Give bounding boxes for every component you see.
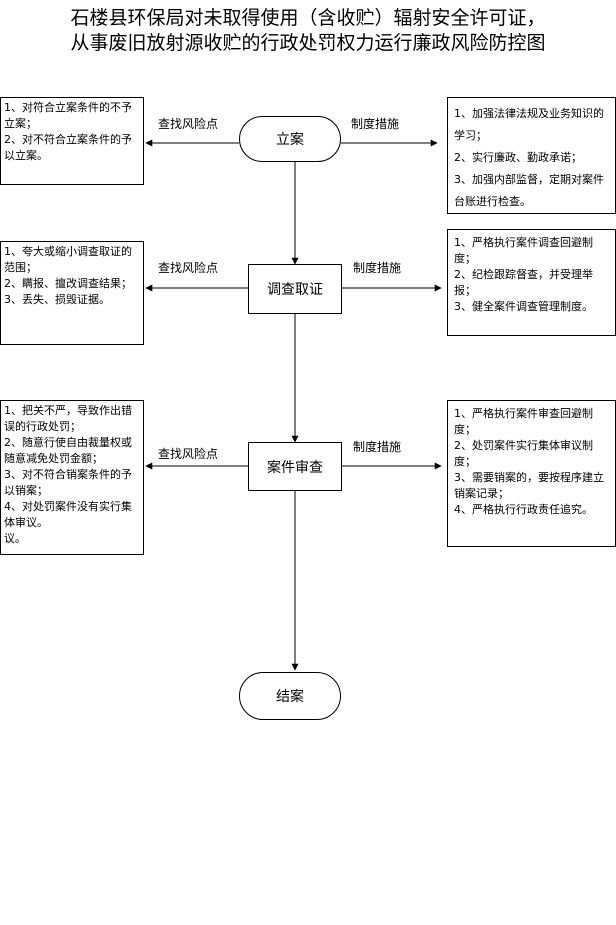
measure-item: 3、加强内部监督，定期对案件台账进行检查。 (454, 173, 604, 208)
end-node: 结案 (239, 672, 341, 720)
risk-item: 3、对不符合销案条件的予以销案； (4, 468, 132, 497)
risk-item: 2、瞒报、擅改调查结果； (4, 277, 132, 290)
measure-item: 3、健全案件调查管理制度。 (454, 300, 593, 313)
risk-box-2: 1、夸大或缩小调查取证的范围； 2、瞒报、擅改调查结果； 3、丢失、损毁证据。 (0, 241, 144, 345)
measure-item: 1、严格执行案件调查回避制度； (454, 236, 593, 265)
step-node-2: 调查取证 (248, 264, 342, 314)
risk-item: 1、对符合立案条件的不予立案； (4, 101, 132, 130)
title-line-1: 石楼县环保局对未取得使用（含收贮）辐射安全许可证， (70, 7, 546, 29)
measure-label-2: 制度措施 (353, 261, 402, 275)
risk-item: 3、丢失、损毁证据。 (4, 293, 110, 306)
title-line-2: 从事废旧放射源收贮的行政处罚权力运行廉政风险防控图 (70, 32, 546, 54)
risk-item: 2、随意行使自由裁量权或随意减免处罚金额； (4, 436, 132, 465)
risk-label-1: 查找风险点 (158, 117, 219, 131)
measure-box-3: 1、严格执行案件审查回避制度； 2、处罚案件实行集体审议制度； 3、需要销案的，… (447, 400, 616, 547)
risk-box-3: 1、把关不严，导致作出错误的行政处罚； 2、随意行使自由裁量权或随意减免处罚金额… (0, 400, 144, 555)
measure-box-1: 1、加强法律法规及业务知识的学习； 2、实行廉政、勤政承诺； 3、加强内部监督，… (447, 97, 616, 214)
risk-label-2: 查找风险点 (158, 261, 219, 275)
risk-item: 2、对不符合立案条件的予以立案。 (4, 133, 132, 162)
step-node-3: 案件审查 (248, 442, 342, 491)
measure-item: 2、纪检跟踪督查，并受理举报； (454, 268, 593, 297)
measure-item: 1、加强法律法规及业务知识的学习； (454, 107, 604, 142)
risk-item: 1、夸大或缩小调查取证的范围； (4, 245, 132, 274)
diagram-title: 石楼县环保局对未取得使用（含收贮）辐射安全许可证， 从事废旧放射源收贮的行政处罚… (0, 6, 616, 56)
risk-item: 1、把关不严，导致作出错误的行政处罚； (4, 404, 132, 433)
step-node-1: 立案 (239, 116, 341, 162)
risk-item: 4、对处罚案件没有实行集体审议。 (4, 500, 132, 529)
measure-item: 1、严格执行案件审查回避制度； (454, 407, 593, 436)
measure-item: 2、处罚案件实行集体审议制度； (454, 439, 593, 468)
measure-item: 4、严格执行行政责任追究。 (454, 503, 593, 516)
measure-item: 3、需要销案的，要按程序建立销案记录； (454, 471, 604, 500)
measure-label-3: 制度措施 (353, 440, 402, 454)
risk-item: 议。 (4, 532, 26, 545)
measure-box-2: 1、严格执行案件调查回避制度； 2、纪检跟踪督查，并受理举报； 3、健全案件调查… (447, 229, 616, 336)
risk-box-1: 1、对符合立案条件的不予立案； 2、对不符合立案条件的予以立案。 (0, 97, 144, 185)
measure-item: 2、实行廉政、勤政承诺； (454, 151, 582, 164)
measure-label-1: 制度措施 (351, 117, 400, 131)
risk-label-3: 查找风险点 (158, 447, 219, 461)
